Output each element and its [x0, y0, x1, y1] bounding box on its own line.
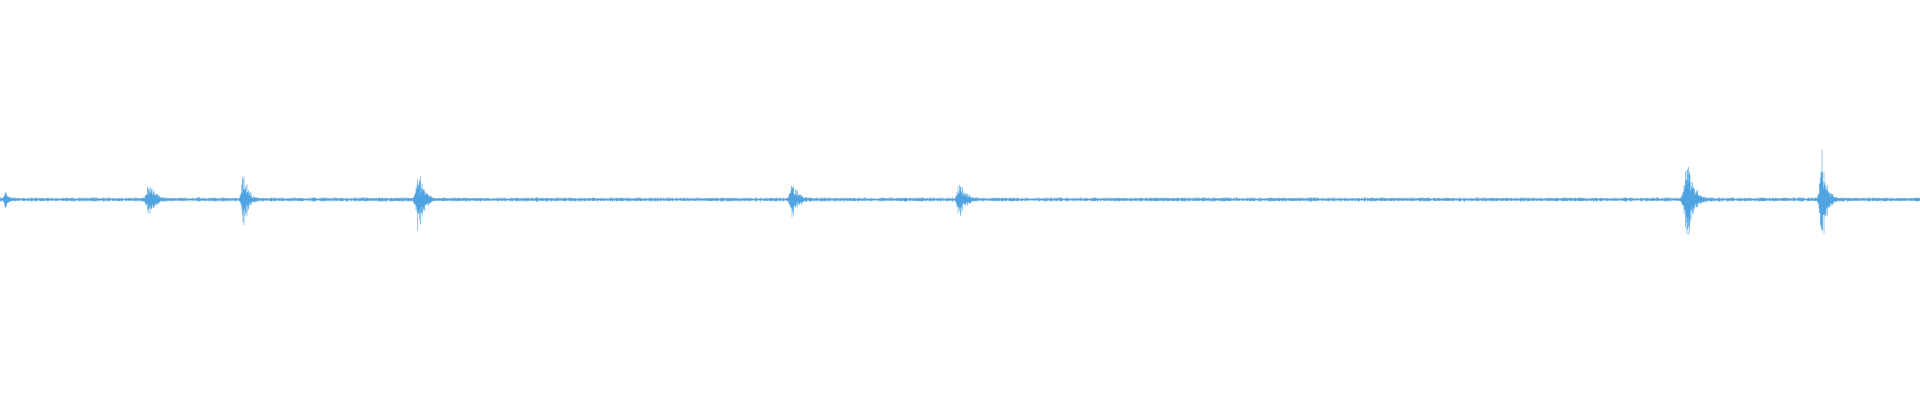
waveform-path — [0, 149, 1920, 235]
waveform-samples — [0, 149, 1920, 235]
